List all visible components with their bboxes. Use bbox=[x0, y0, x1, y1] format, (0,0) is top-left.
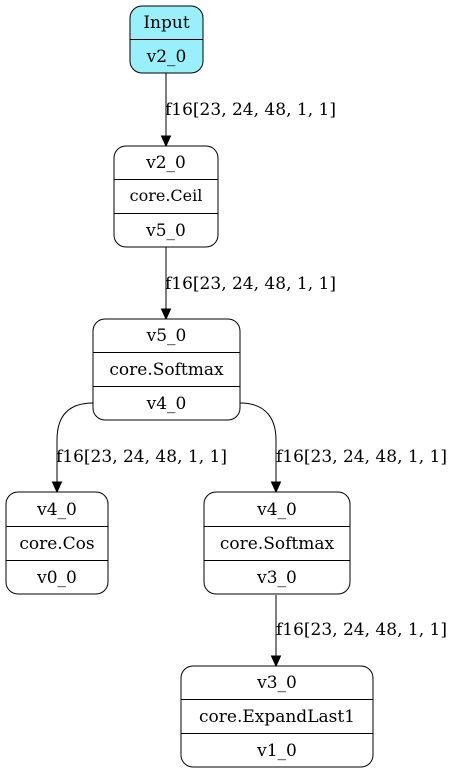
edge-label-softmax2-expandlast: f16[23, 24, 48, 1, 1] bbox=[276, 620, 447, 640]
node-softmax1-input: v5_0 bbox=[146, 326, 187, 346]
node-softmax1-box bbox=[92, 318, 241, 421]
node-cos-input: v4_0 bbox=[36, 500, 77, 520]
node-expandlast-op: core.ExpandLast1 bbox=[199, 707, 355, 727]
node-softmax1-op: core.Softmax bbox=[109, 360, 224, 380]
node-ceil-input: v2_0 bbox=[145, 153, 186, 173]
edge-ceil-softmax1: f16[23, 24, 48, 1, 1] bbox=[160, 247, 336, 321]
node-softmax1[interactable]: v5_0 core.Softmax v4_0 bbox=[92, 318, 241, 421]
edge-label-softmax1-softmax2: f16[23, 24, 48, 1, 1] bbox=[276, 447, 447, 467]
node-input-output: v2_0 bbox=[146, 47, 187, 67]
node-softmax2-box bbox=[203, 491, 351, 595]
edges: f16[23, 24, 48, 1, 1] f16[23, 24, 48, 1,… bbox=[51, 73, 447, 668]
node-cos-op: core.Cos bbox=[19, 534, 94, 554]
node-ceil-output: v5_0 bbox=[145, 221, 186, 241]
node-cos[interactable]: v4_0 core.Cos v0_0 bbox=[5, 491, 109, 595]
edge-softmax2-expandlast: f16[23, 24, 48, 1, 1] bbox=[270, 595, 447, 668]
edge-softmax1-softmax2: f16[23, 24, 48, 1, 1] bbox=[239, 402, 447, 494]
node-softmax2[interactable]: v4_0 core.Softmax v3_0 bbox=[203, 491, 351, 595]
edge-label-input-ceil: f16[23, 24, 48, 1, 1] bbox=[165, 100, 336, 120]
node-input-title: Input bbox=[143, 13, 189, 33]
node-expandlast-output: v1_0 bbox=[256, 741, 297, 761]
node-cos-box bbox=[5, 491, 109, 595]
node-cos-output: v0_0 bbox=[36, 568, 77, 588]
node-softmax1-output: v4_0 bbox=[146, 394, 187, 414]
node-expandlast-box bbox=[180, 665, 374, 768]
nodes: Input v2_0 v2_0 core.Ceil v5_0 v5_0 core… bbox=[5, 5, 374, 768]
node-expandlast[interactable]: v3_0 core.ExpandLast1 v1_0 bbox=[180, 665, 374, 768]
edge-label-softmax1-cos: f16[23, 24, 48, 1, 1] bbox=[56, 447, 227, 467]
edge-label-ceil-softmax1: f16[23, 24, 48, 1, 1] bbox=[165, 274, 336, 294]
node-input[interactable]: Input v2_0 bbox=[129, 5, 204, 74]
node-expandlast-input: v3_0 bbox=[256, 673, 297, 693]
edge-input-ceil: f16[23, 24, 48, 1, 1] bbox=[160, 73, 336, 148]
node-softmax2-input: v4_0 bbox=[256, 500, 297, 520]
node-ceil[interactable]: v2_0 core.Ceil v5_0 bbox=[113, 145, 219, 248]
node-ceil-box bbox=[113, 145, 219, 248]
node-softmax2-output: v3_0 bbox=[256, 568, 297, 588]
node-softmax2-op: core.Softmax bbox=[220, 534, 335, 554]
node-ceil-op: core.Ceil bbox=[130, 186, 203, 205]
edge-softmax1-cos: f16[23, 24, 48, 1, 1] bbox=[51, 402, 227, 494]
